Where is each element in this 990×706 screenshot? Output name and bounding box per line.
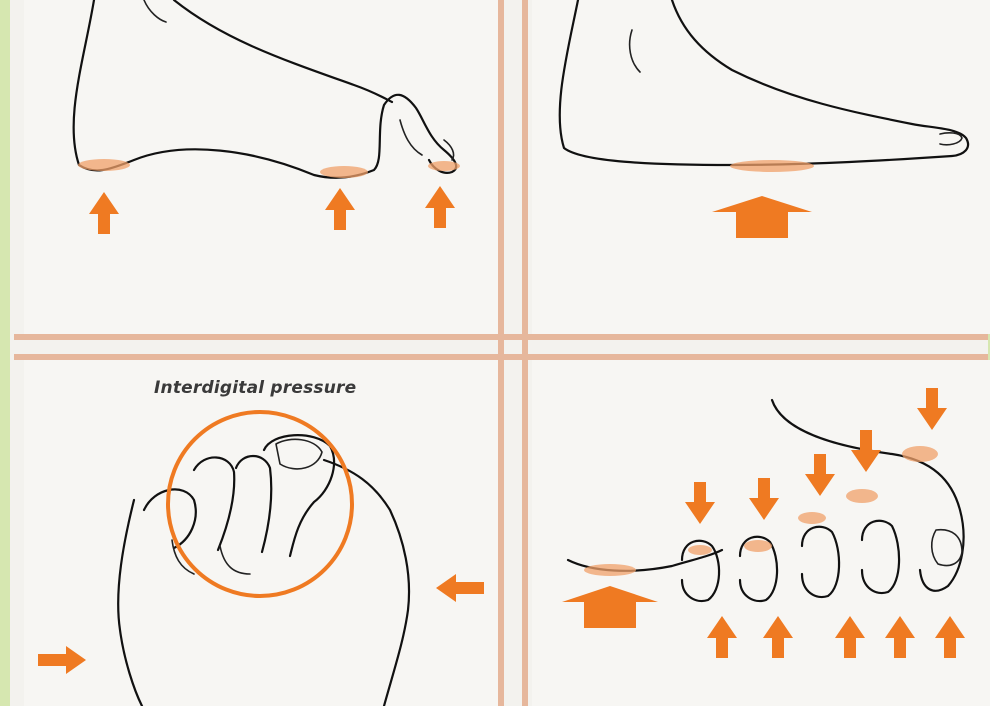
toenail — [940, 133, 962, 145]
foot-outline — [118, 460, 409, 706]
claw-toe-drawing — [24, 0, 498, 334]
pressure-zone — [798, 512, 826, 524]
arrow-up-icon — [707, 616, 737, 658]
panel-interdigital-pressure: Interdigital pressure — [24, 360, 498, 706]
toe-2 — [194, 457, 234, 550]
vertical-divider-2 — [522, 0, 528, 706]
pressure-zone — [846, 489, 878, 503]
arrow-up-icon — [935, 616, 965, 658]
panel-claw-toe — [24, 0, 498, 334]
wide-arrow-up-icon — [562, 586, 658, 628]
arrow-down-icon — [749, 478, 779, 520]
foot-outline — [560, 0, 968, 165]
arrow-down-icon — [805, 454, 835, 496]
foot-outline — [74, 0, 457, 178]
ball-pressure-zone — [320, 166, 368, 178]
ankle-line — [630, 30, 640, 72]
overlapping-toes-drawing — [532, 360, 990, 706]
arrow-up-icon — [763, 616, 793, 658]
arrow-up-icon — [885, 616, 915, 658]
wide-arrow-up-icon — [712, 196, 812, 238]
arrow-right-icon — [38, 646, 86, 674]
panel-overlapping-toes — [532, 360, 990, 706]
toe-joint-line — [400, 120, 422, 155]
pressure-zone — [584, 564, 636, 576]
interdigital-drawing — [24, 360, 498, 706]
pressure-zone — [902, 446, 938, 462]
arrow-down-icon — [685, 482, 715, 524]
arrow-up-icon — [425, 186, 455, 228]
toe-top-line — [174, 0, 392, 102]
flat-foot-drawing — [532, 0, 990, 334]
heel-pressure-zone — [78, 159, 130, 171]
big-toe — [264, 435, 334, 556]
pressure-zone — [744, 540, 772, 552]
arrow-up-icon — [89, 192, 119, 234]
arrow-up-icon — [835, 616, 865, 658]
toe-small-3 — [802, 527, 839, 597]
illustration-sheet: Interdigital pressure — [10, 0, 988, 706]
big-toenail — [276, 439, 322, 469]
midfoot-pressure-zone — [730, 160, 814, 172]
ankle-line — [144, 0, 166, 22]
arrow-down-icon — [917, 388, 947, 430]
vertical-divider — [498, 0, 504, 706]
arrow-down-icon — [851, 430, 881, 472]
toe-tip-pressure-zone — [428, 161, 460, 171]
toe-3 — [236, 456, 271, 552]
pressure-zone — [688, 545, 712, 555]
toe-small-4 — [862, 521, 899, 593]
arrow-up-icon — [325, 188, 355, 230]
arrow-left-icon — [436, 574, 484, 602]
big-toenail — [932, 530, 962, 566]
panel-flat-foot — [532, 0, 990, 334]
